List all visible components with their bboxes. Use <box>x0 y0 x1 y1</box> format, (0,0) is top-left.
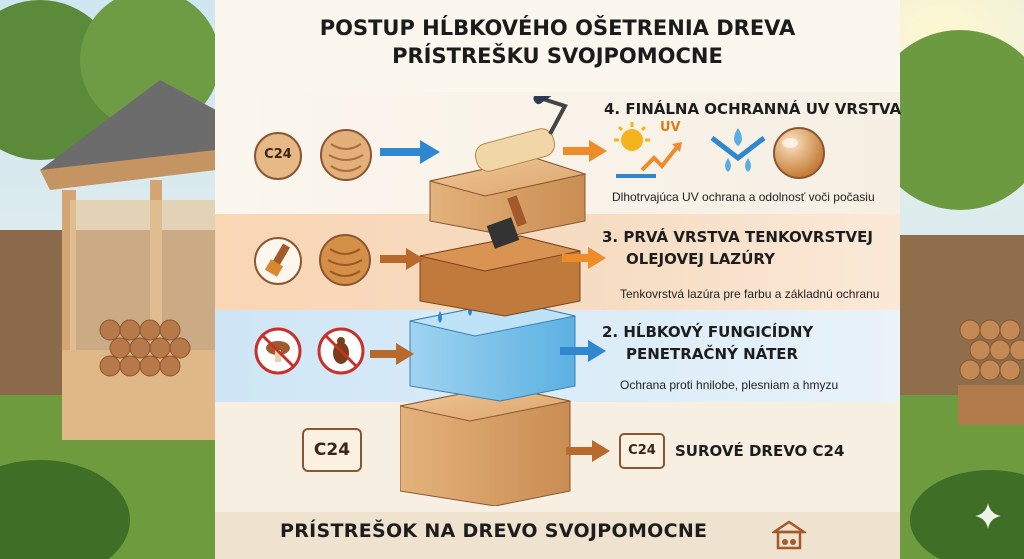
oiled-wood-icon <box>319 234 371 286</box>
glossy-sphere-icon <box>773 127 825 179</box>
step-2-title-line-1: HĹBKOVÝ FUNGICÍDNY <box>623 323 814 341</box>
paint-brush-icon <box>254 237 302 285</box>
shed-photo-left <box>40 80 216 440</box>
title-line-1: POSTUP HĹBKOVÉHO OŠETRENIA DREVA <box>319 16 796 40</box>
step-3-description: Tenkovrstvá lazúra pre farbu a základnú … <box>620 287 880 301</box>
wood-grain-icon <box>320 129 372 181</box>
arrow-brown-icon <box>380 248 424 270</box>
step-4-number: 4. <box>604 100 621 118</box>
sun-uv-icon <box>614 122 682 178</box>
step-4-title-text: FINÁLNA OCHRANNÁ UV VRSTVA <box>625 100 902 118</box>
badge-c24-step1: C24 <box>619 433 665 469</box>
page-title: POSTUP HĹBKOVÉHO OŠETRENIA DREVA PRÍSTRE… <box>215 14 900 70</box>
footer-bar <box>215 512 900 559</box>
step-4-description: Dlhotrvajúca UV ochrana a odolnosť voči … <box>612 190 875 204</box>
arrow-orange-icon <box>563 140 607 162</box>
title-line-2: PRÍSTREŠKU SVOJPOMOCNE <box>392 44 723 68</box>
step-1-title: SUROVÉ DREVO C24 <box>675 442 845 460</box>
no-fungus-icon <box>254 327 302 375</box>
footer-text: PRÍSTREŠOK NA DREVO SVOJPOMOCNE <box>280 520 708 542</box>
shed-footer-icon <box>772 520 806 550</box>
wood-layer-stack <box>400 96 587 506</box>
step-3-title-line-2: OLEJOVEJ LAZÚRY <box>626 250 775 268</box>
arrow-brown-icon-2 <box>370 343 414 365</box>
badge-c24-circle-icon <box>254 132 302 180</box>
arrow-orange-icon-2 <box>562 247 606 269</box>
step-3-title-line-1: PRVÁ VRSTVA TENKOVRSTVEJ <box>623 228 873 246</box>
step-2-number: 2. <box>602 323 619 341</box>
step-3-number: 3. <box>602 228 619 246</box>
water-drops-icon <box>710 128 766 172</box>
sparkle-icon <box>975 503 1001 529</box>
step-3-title: 3. PRVÁ VRSTVA TENKOVRSTVEJ OLEJOVEJ LAZ… <box>602 226 873 270</box>
step-2-title-line-2: PENETRAČNÝ NÁTER <box>626 345 799 363</box>
step-4-title: 4. FINÁLNA OCHRANNÁ UV VRSTVA <box>604 98 901 120</box>
uv-label: UV <box>660 120 681 135</box>
arrow-brown-icon-3 <box>566 440 610 462</box>
badge-c24-bottom: C24 <box>302 428 362 472</box>
badge-c24-text: C24 <box>264 147 292 162</box>
firewood-photo-right <box>958 319 1024 425</box>
arrow-blue-icon <box>380 140 440 164</box>
step-2-description: Ochrana proti hnilobe, plesniam a hmyzu <box>620 378 839 392</box>
step-2-title: 2. HĹBKOVÝ FUNGICÍDNY PENETRAČNÝ NÁTER <box>602 321 813 365</box>
no-bug-icon <box>317 327 365 375</box>
arrow-blue-icon-2 <box>560 340 606 362</box>
